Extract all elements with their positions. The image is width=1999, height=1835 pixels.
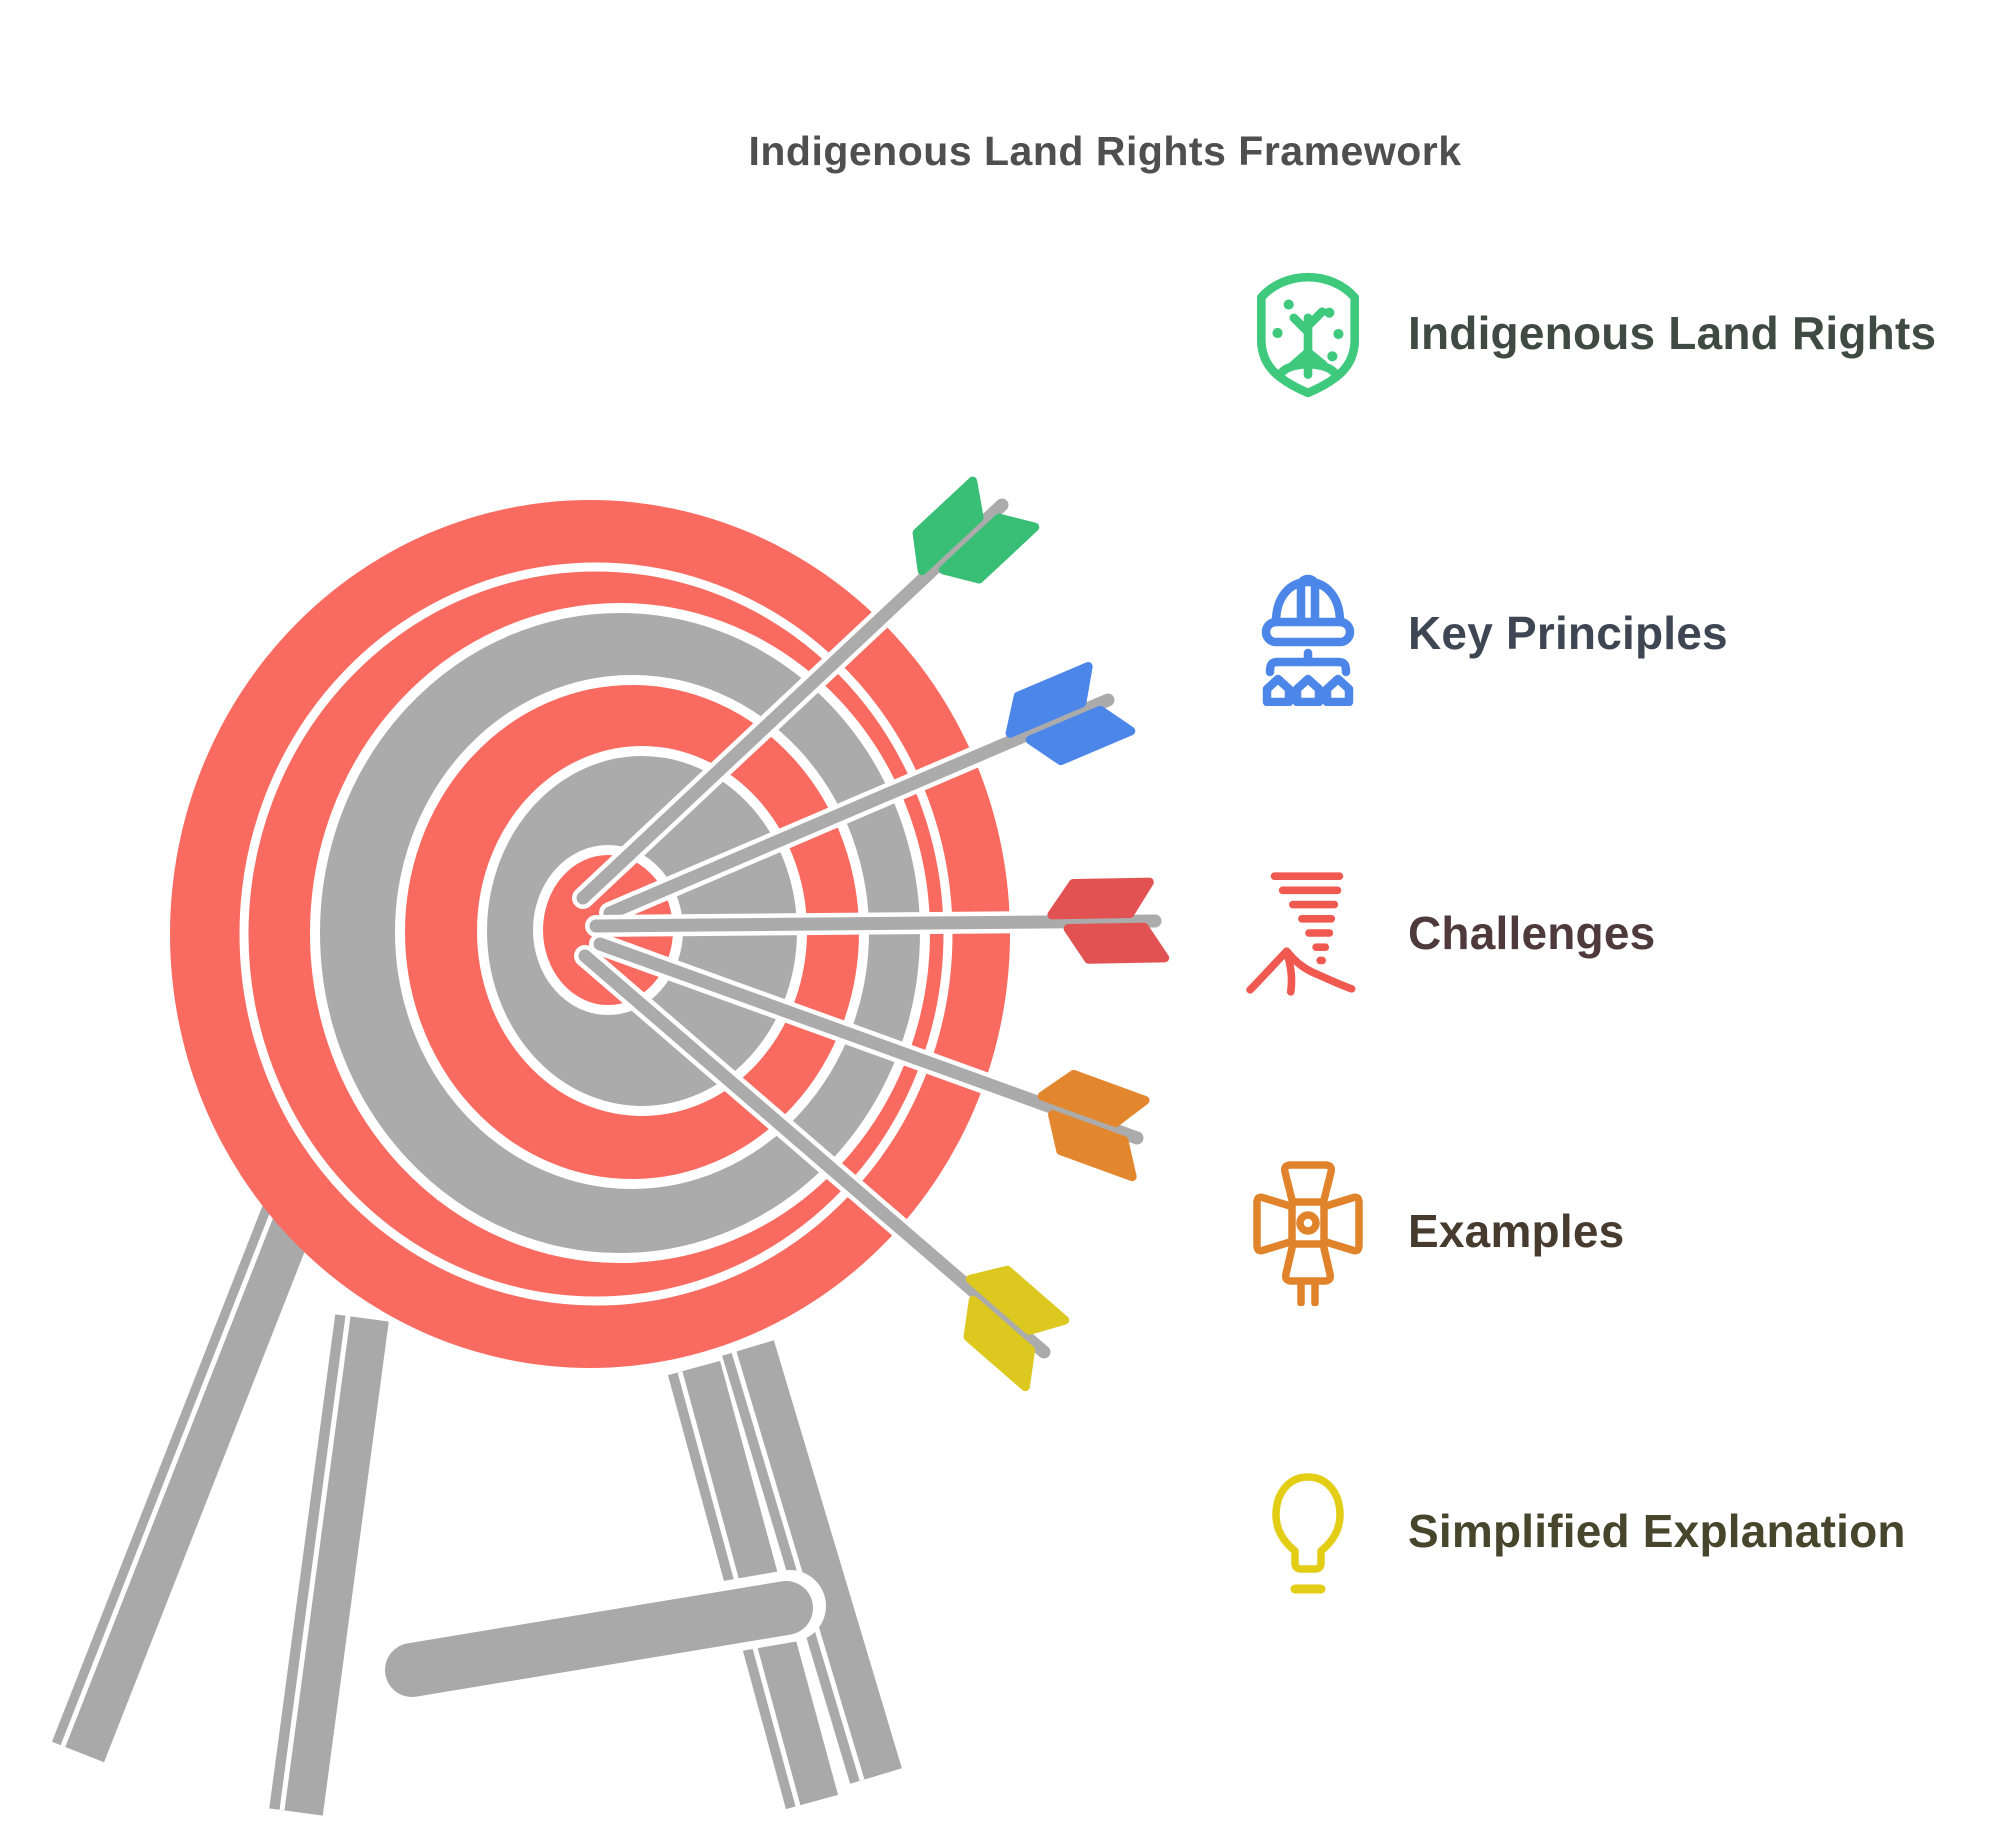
fletching-blue xyxy=(1005,661,1136,766)
hard-hat-hierarchy-icon xyxy=(1261,574,1355,706)
legend-item-examples: Examples xyxy=(1240,1156,1624,1306)
arrow-orange xyxy=(589,933,1150,1182)
fletching-orange xyxy=(1037,1069,1150,1182)
arrow-blue xyxy=(599,661,1136,924)
target-stand xyxy=(51,1181,902,1816)
fletching-yellow xyxy=(963,1265,1070,1392)
shield-plant-icon xyxy=(1257,272,1360,398)
legend-label: Examples xyxy=(1408,1205,1625,1257)
lightbulb-icon xyxy=(1272,1473,1344,1594)
legend-item-challenges: Challenges xyxy=(1240,858,1655,1008)
arrow-yellow xyxy=(574,945,1070,1392)
legend-label: Key Principles xyxy=(1408,607,1728,659)
fletching-green xyxy=(912,476,1040,584)
legend-item-indigenous-land-rights: Indigenous Land Rights xyxy=(1240,258,1936,408)
legend-item-key-principles: Key Principles xyxy=(1240,558,1728,708)
spotlight-icon xyxy=(1253,1161,1363,1306)
arrow-red xyxy=(585,877,1170,964)
legend-item-simplified-explanation: Simplified Explanation xyxy=(1240,1456,1906,1606)
legend-label: Challenges xyxy=(1408,907,1656,959)
ring-highlight-line xyxy=(239,562,953,1306)
arrows xyxy=(572,476,1170,1392)
legend-label: Simplified Explanation xyxy=(1408,1505,1906,1557)
legend-label: Indigenous Land Rights xyxy=(1408,307,1937,359)
arrow-green xyxy=(572,476,1040,909)
fletching-red xyxy=(1047,877,1170,964)
tornado-mountain-icon xyxy=(1246,872,1356,996)
page-title: Indigenous Land Rights Framework xyxy=(748,128,1462,174)
